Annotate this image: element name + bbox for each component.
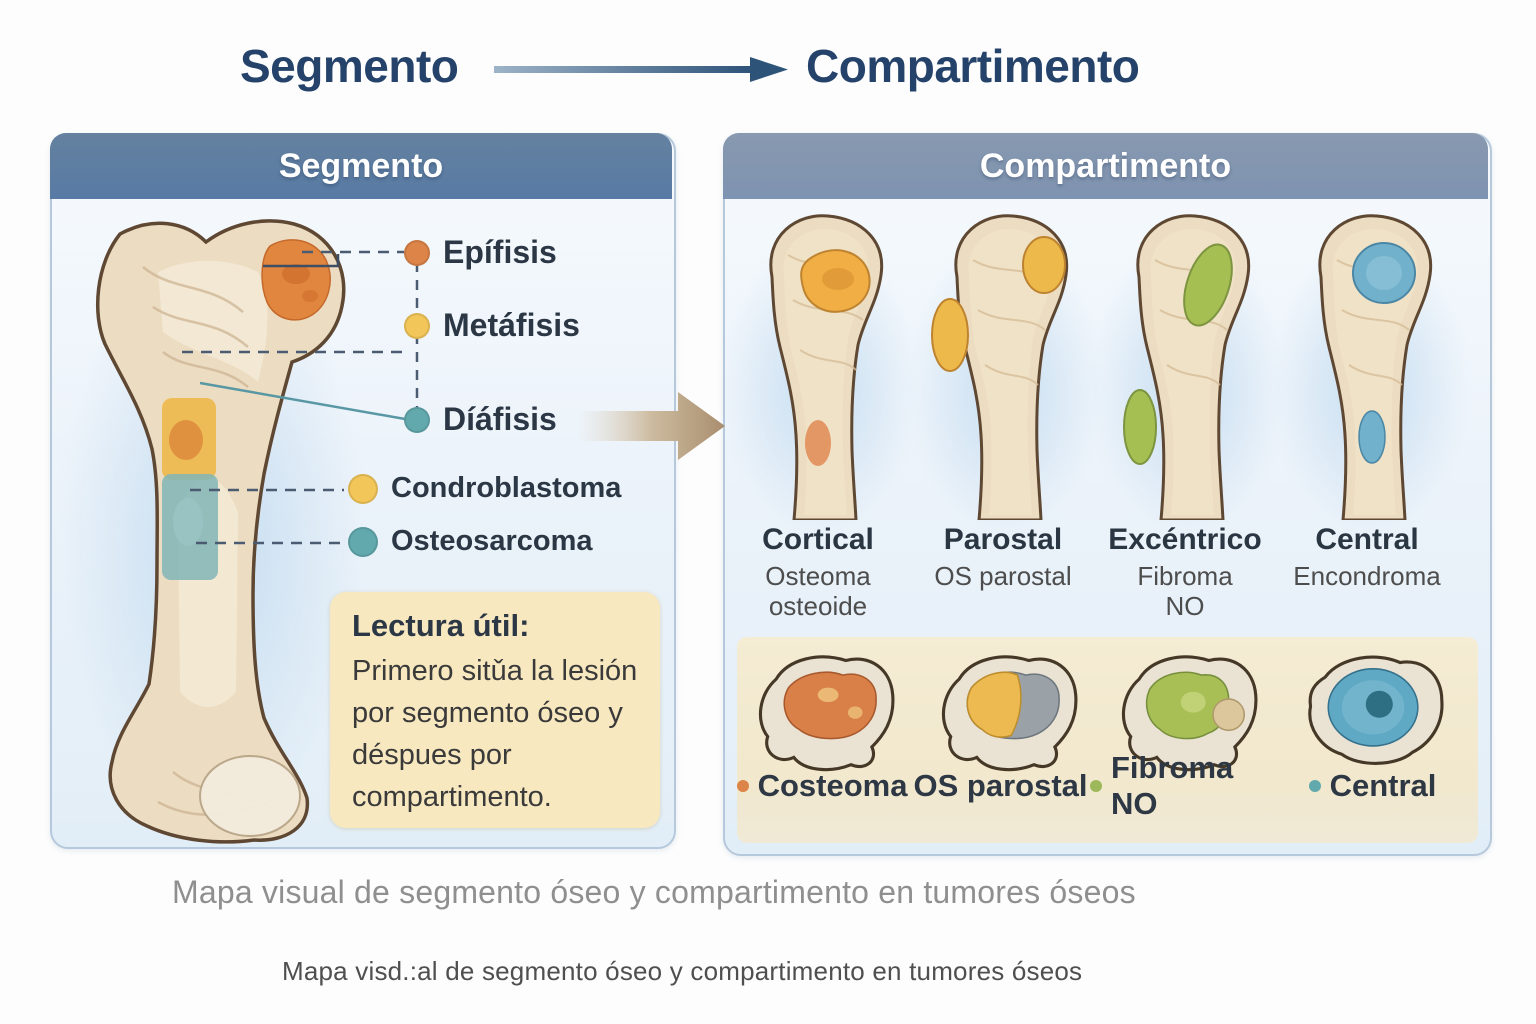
- tumor-text: Osteoma osteoide: [765, 561, 871, 621]
- transition-arrow-icon: [578, 392, 725, 460]
- compartment-panel-header: Compartimento: [723, 133, 1488, 199]
- central-dot-icon: [1308, 780, 1321, 792]
- lesion-label-text: Osteosarcoma: [391, 525, 593, 557]
- femur-illustration: [96, 219, 346, 844]
- bone-parostal-illustration: [931, 214, 1069, 520]
- cross-section-parostal-illustration: [941, 655, 1078, 772]
- bone-central-illustration: [1318, 214, 1433, 520]
- epifisis-dot-icon: [404, 239, 430, 266]
- caption-secondary: Mapa visd.:al de segmento óseo y compart…: [282, 956, 1083, 986]
- cross-section-label-central: Central: [1290, 766, 1455, 806]
- cross-section-fibroma-illustration: [1121, 655, 1258, 772]
- costeoma-dot-icon: [736, 780, 749, 792]
- cross-section-label-fibroma: Fibroma NO: [1090, 750, 1285, 821]
- diafisis-dot-icon: [404, 406, 430, 433]
- column-tumor-cortical: Osteoma osteoide: [728, 561, 908, 621]
- segment-label-epifisis: Epífisis: [404, 234, 557, 271]
- segment-label-text: Epífisis: [443, 234, 557, 270]
- note-box: Lectura útil: Primero sitǔa la lesión po…: [330, 592, 660, 828]
- column-name-central: Central: [1315, 523, 1419, 556]
- tumor-text: Fibroma NO: [1137, 561, 1233, 621]
- title-arrow-icon: [494, 57, 788, 82]
- cross-section-label-text: Fibroma NO: [1111, 750, 1234, 821]
- note-title: Lectura útil:: [352, 608, 530, 643]
- cross-section-label-text: Costeoma: [757, 768, 908, 803]
- cross-section-costeoma-illustration: [758, 655, 895, 772]
- page-title-segment: Segmento: [240, 40, 459, 92]
- condroblastoma-dot-icon: [348, 473, 378, 504]
- column-name-parostal: Parostal: [943, 523, 1063, 556]
- column-name-excentrico: Excéntrico: [1108, 523, 1262, 556]
- tumor-text: Encondroma: [1293, 561, 1441, 591]
- lesion-label-text: Condroblastoma: [391, 472, 622, 504]
- cross-section-central-illustration: [1308, 655, 1444, 765]
- cross-section-label-text: Central: [1329, 768, 1437, 803]
- column-tumor-parostal: OS parostal: [913, 561, 1093, 591]
- column-tumor-central: Encondroma: [1277, 561, 1457, 591]
- bone-cortical-illustration: [769, 214, 884, 520]
- lesion-label-condroblastoma: Condroblastoma: [348, 472, 621, 505]
- segment-label-metafisis: Metáfisis: [404, 307, 580, 344]
- lesion-label-osteosarcoma: Osteosarcoma: [348, 525, 593, 558]
- note-body: Primero sitǔa la lesión por segmento óse…: [352, 655, 638, 813]
- bone-excentrico-illustration: [1123, 214, 1251, 520]
- cross-section-label-os-parostal: OS parostal: [908, 766, 1093, 806]
- segment-label-diafisis: Díáfisis: [404, 401, 557, 438]
- column-name-cortical: Cortical: [762, 523, 874, 556]
- segment-panel-header: Segmento: [50, 133, 672, 199]
- column-tumor-excentrico: Fibroma NO: [1095, 561, 1275, 621]
- caption-primary: Mapa visual de segmento óseo y compartim…: [172, 874, 1136, 910]
- segment-label-text: Díáfisis: [443, 401, 557, 437]
- page-title-compartment: Compartimento: [806, 40, 1140, 92]
- tumor-text: OS parostal: [934, 561, 1072, 591]
- cross-section-label-costeoma: Costeoma: [736, 766, 908, 806]
- cross-section-label-text: OS parostal: [913, 768, 1088, 803]
- fibroma-dot-icon: [1090, 780, 1102, 792]
- metafisis-dot-icon: [404, 312, 430, 339]
- osteosarcoma-dot-icon: [348, 526, 378, 557]
- segment-label-text: Metáfisis: [443, 307, 580, 343]
